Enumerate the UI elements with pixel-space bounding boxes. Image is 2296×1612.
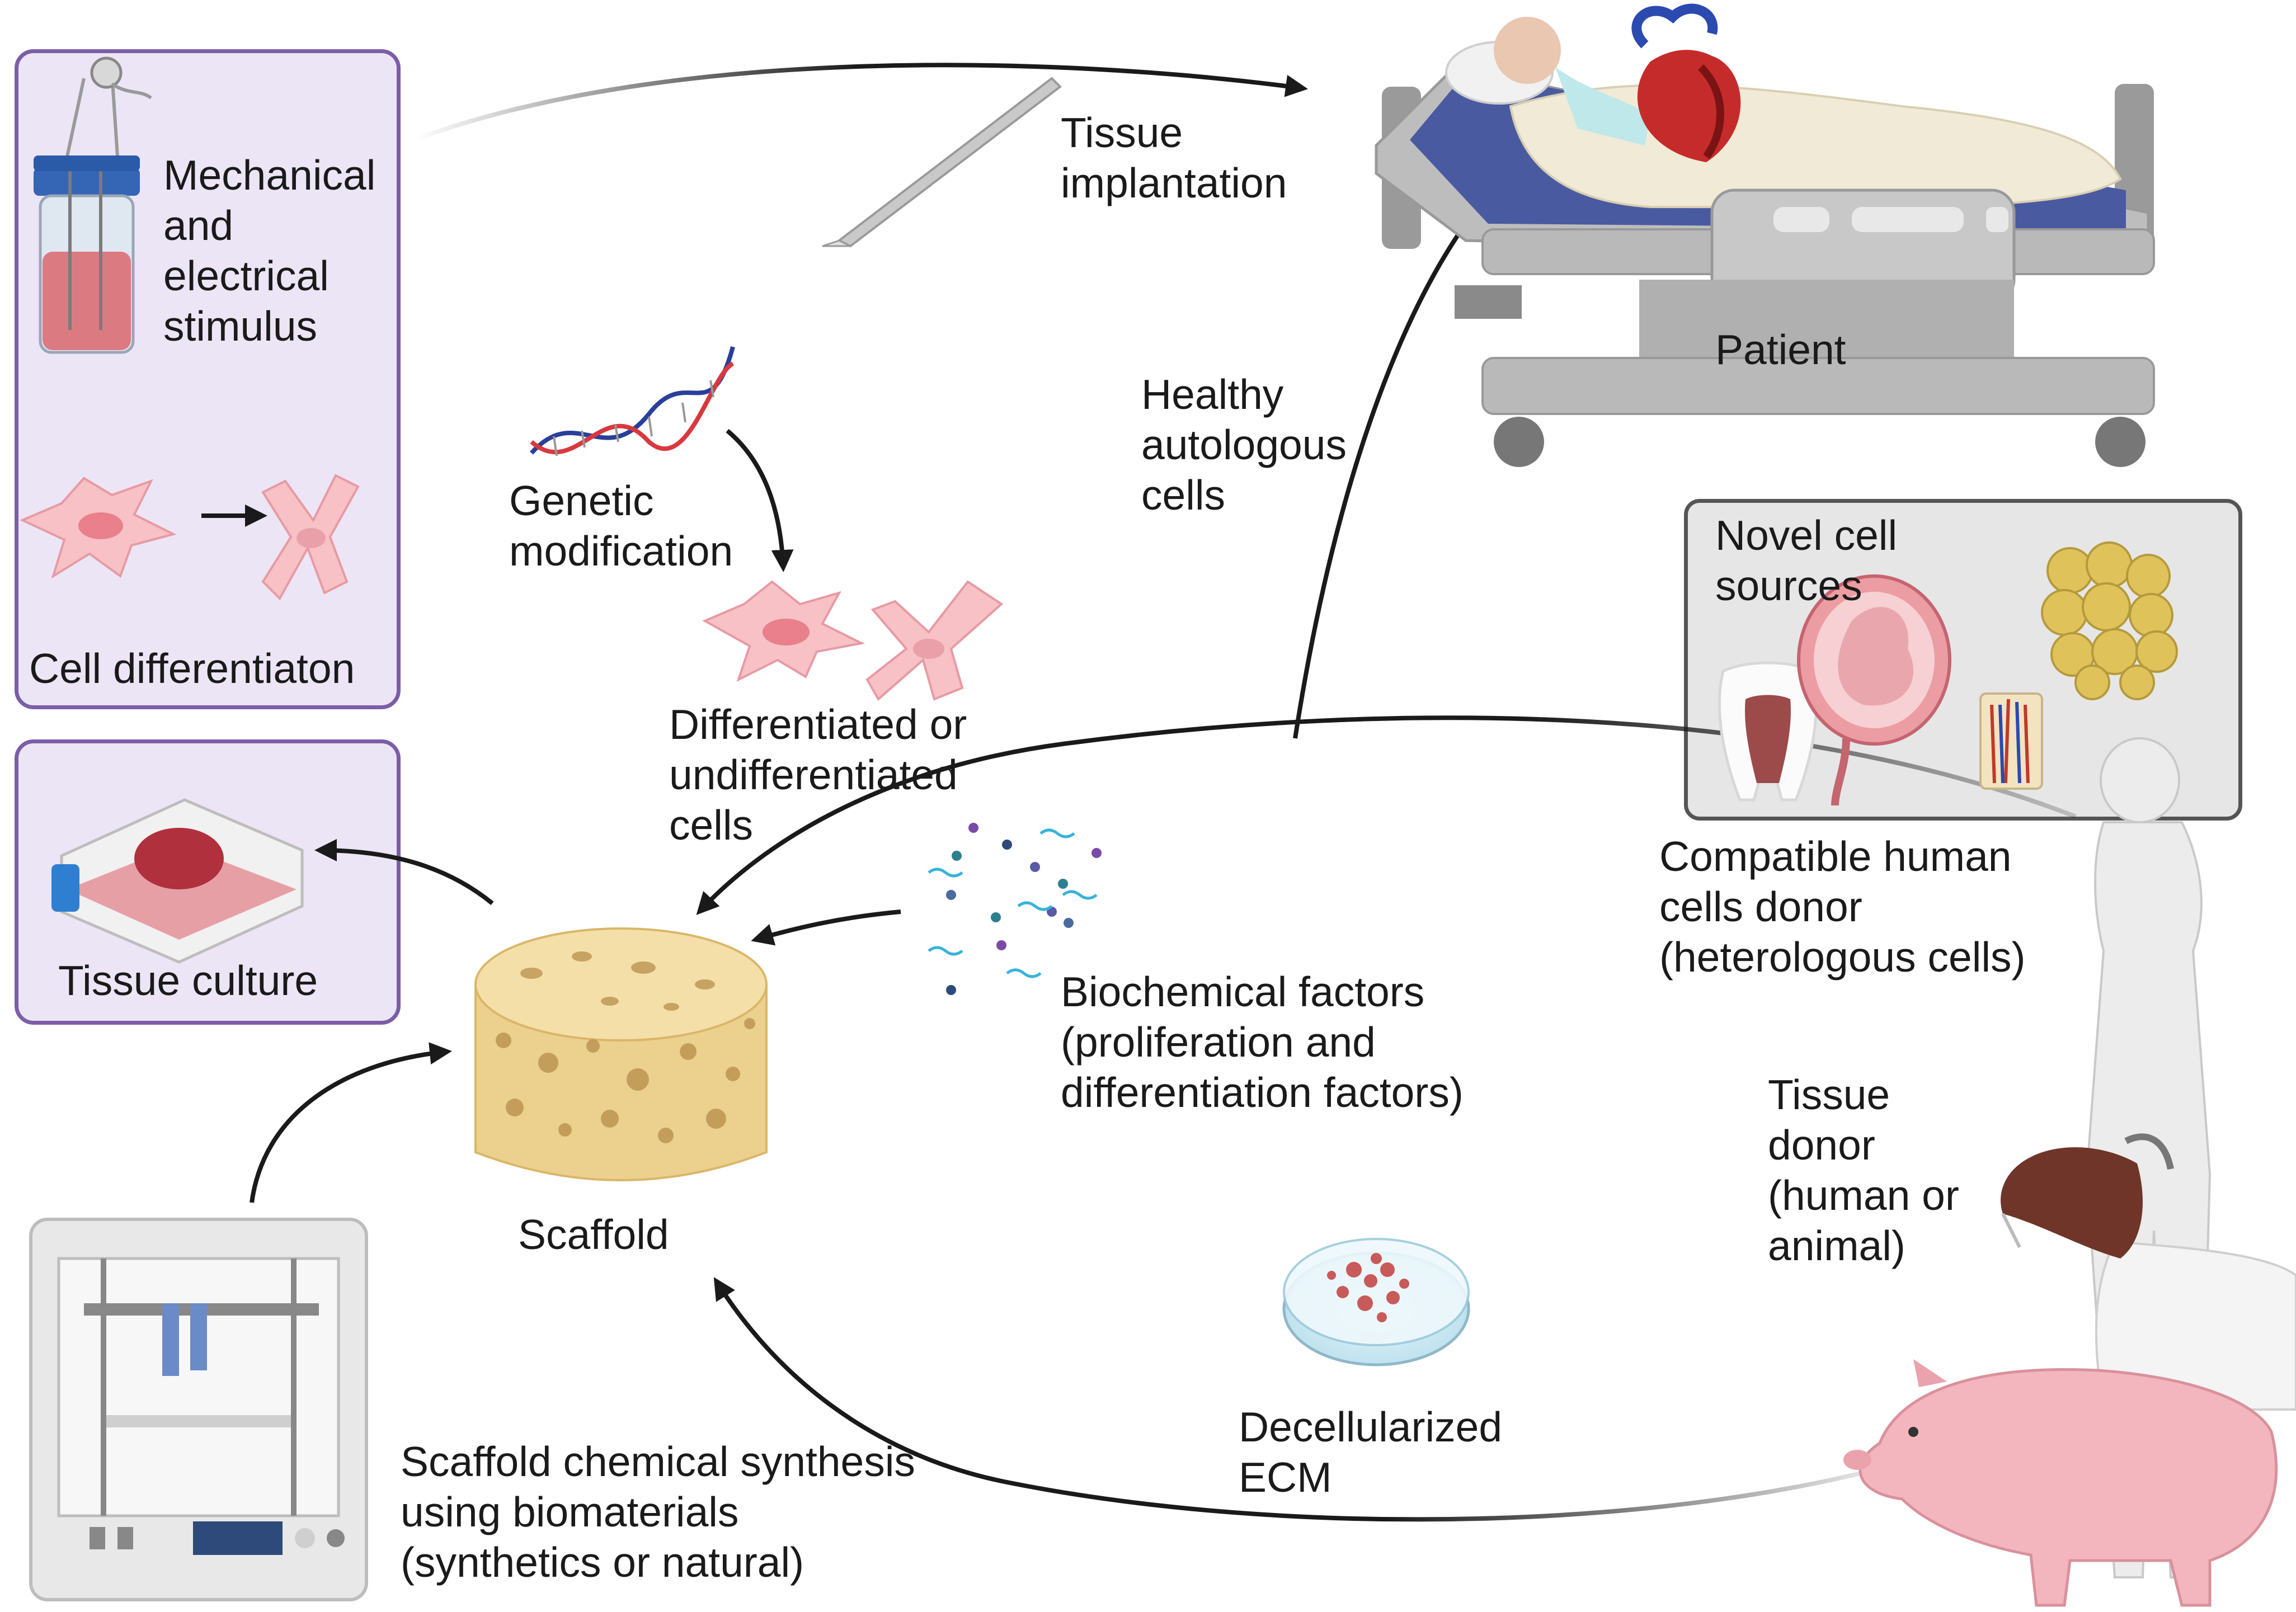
label-line: undifferentiated bbox=[669, 751, 958, 798]
adipose-cells-icon bbox=[2041, 541, 2178, 700]
label-line: (proliferation and bbox=[1061, 1019, 1376, 1066]
label-line: and bbox=[163, 202, 234, 249]
goat-icon bbox=[2001, 1133, 2296, 1411]
label-line: electrical bbox=[163, 252, 329, 299]
arrow-donor-to-scaffold bbox=[696, 715, 2077, 915]
blood-vessel-icon bbox=[1979, 692, 2043, 790]
tissue-implantation-label: Tissue implantation bbox=[1061, 107, 1287, 208]
dna-icon bbox=[530, 346, 735, 456]
scaffold-label: Scaffold bbox=[518, 1211, 669, 1258]
scaffold-icon bbox=[474, 927, 768, 1181]
label-line: Decellularized bbox=[1239, 1403, 1503, 1450]
tissue-donor-label: Tissue donor (human or animal) bbox=[1768, 1069, 1959, 1271]
arrow-ecm-to-scaffold bbox=[713, 1277, 1931, 1522]
arrow-factors-to-scaffold bbox=[751, 909, 901, 946]
differentiated-cells-icon bbox=[702, 580, 1004, 701]
scaffold-synthesis-label: Scaffold chemical synthesis using biomat… bbox=[401, 1436, 915, 1587]
label-line: stimulus bbox=[163, 303, 318, 350]
3d-printer-icon bbox=[29, 1218, 368, 1601]
label-line: Genetic bbox=[509, 477, 654, 524]
arrow-scaffold-to-culture bbox=[314, 839, 494, 906]
cell-differentiation-label: Cell differentiaton bbox=[29, 645, 355, 692]
tissue-culture-label: Tissue culture bbox=[58, 957, 318, 1004]
label-line: Healthy bbox=[1141, 371, 1284, 418]
fetus-icon bbox=[1797, 574, 1951, 806]
heart-icon bbox=[1631, 3, 1741, 162]
label-line: Mechanical bbox=[163, 152, 376, 199]
label-line: Tissue bbox=[1768, 1071, 1890, 1118]
label-line: (synthetics or natural) bbox=[401, 1539, 804, 1586]
label-line: sources bbox=[1715, 562, 1862, 609]
label-line: Compatible human bbox=[1659, 833, 2012, 880]
label-line: donor bbox=[1768, 1121, 1875, 1168]
mechanical-stimulus-label: Mechanical and electrical stimulus bbox=[163, 150, 375, 351]
scalpel-icon bbox=[822, 77, 1062, 248]
patient-bed-icon bbox=[1375, 17, 2155, 467]
patient-label: Patient bbox=[1715, 326, 1846, 373]
arrow-autologous bbox=[1293, 180, 1501, 739]
arrow-printer-to-scaffold bbox=[250, 1042, 452, 1203]
label-line: differentiation factors) bbox=[1061, 1069, 1464, 1116]
label-line: cells bbox=[669, 802, 754, 849]
arrow-to-implantation bbox=[413, 63, 1308, 142]
label-line: Tissue bbox=[1061, 109, 1183, 156]
label-line: Biochemical factors bbox=[1061, 968, 1425, 1015]
label-line: Novel cell bbox=[1715, 512, 1898, 559]
bioreactor-icon bbox=[34, 56, 152, 354]
cell-differentiation-icon bbox=[20, 474, 360, 601]
label-line: Scaffold chemical synthesis bbox=[401, 1438, 915, 1485]
differentiated-cells-label: Differentiated or undifferentiated cells bbox=[669, 699, 967, 850]
label-line: (heterologous cells) bbox=[1659, 934, 2026, 981]
genetic-modification-label: Genetic modification bbox=[509, 475, 733, 576]
label-line: implantation bbox=[1061, 159, 1287, 206]
label-line: Differentiated or bbox=[669, 701, 967, 748]
biochemical-factors-label: Biochemical factors (proliferation and d… bbox=[1061, 967, 1464, 1118]
arrow-genetic-to-cells bbox=[726, 428, 794, 572]
biochemical-factors-icon bbox=[928, 823, 1102, 995]
label-line: animal) bbox=[1768, 1222, 1906, 1269]
novel-cell-sources-label: Novel cell sources bbox=[1715, 510, 1897, 611]
compatible-donor-label: Compatible human cells donor (heterologo… bbox=[1659, 831, 2026, 982]
decellularized-ecm-label: Decellularized ECM bbox=[1239, 1402, 1502, 1502]
label-line: ECM bbox=[1239, 1454, 1332, 1501]
healthy-autologous-label: Healthy autologous cells bbox=[1141, 369, 1347, 520]
label-line: cells donor bbox=[1659, 883, 1862, 930]
pig-icon bbox=[1843, 1359, 2278, 1607]
label-line: using biomaterials bbox=[401, 1488, 739, 1535]
label-line: (human or bbox=[1768, 1172, 1959, 1219]
label-line: autologous bbox=[1141, 421, 1347, 468]
tooth-icon bbox=[1718, 661, 1818, 802]
petri-dish-icon bbox=[1282, 1238, 1470, 1366]
culture-flask-icon bbox=[51, 798, 304, 964]
label-line: modification bbox=[509, 527, 733, 574]
label-line: cells bbox=[1141, 472, 1226, 519]
